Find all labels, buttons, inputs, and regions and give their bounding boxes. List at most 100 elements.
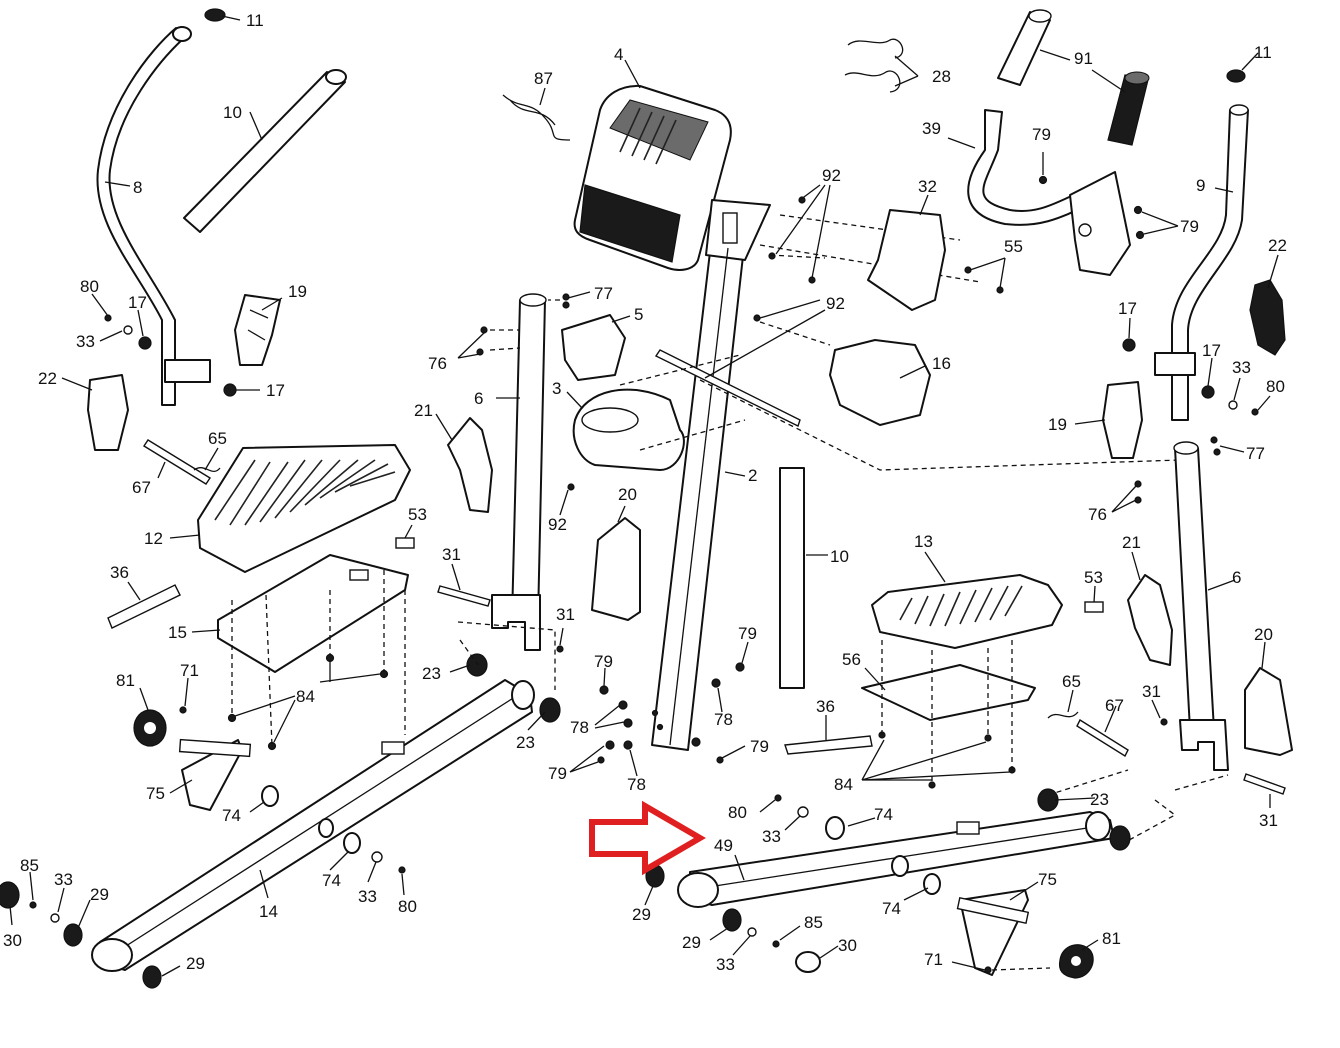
- axle-67-right: [1076, 718, 1129, 758]
- label-85-right: 85: [804, 913, 823, 932]
- handlebar-39-bracket: [1069, 171, 1131, 276]
- label-31-right-a: 31: [1142, 682, 1161, 701]
- bracket-6-left: [491, 594, 541, 651]
- left-handlebar-end: [172, 26, 192, 42]
- handlebar-39: [967, 109, 1089, 226]
- clip-65-left: [193, 467, 221, 473]
- label-6-right: 6: [1232, 568, 1241, 587]
- washer-33-left: [123, 325, 133, 335]
- pedal-base-56-right: [861, 664, 1036, 721]
- bolt-80-left-b: [398, 866, 406, 874]
- label-33-left: 33: [76, 332, 95, 351]
- leader-lines: [9, 15, 1279, 977]
- label-74-left-b: 74: [322, 871, 341, 890]
- shroud-32: [867, 209, 946, 311]
- label-22-left: 22: [38, 369, 57, 388]
- label-32: 32: [918, 177, 937, 196]
- label-23-left-b: 23: [516, 733, 535, 752]
- label-31-right-b: 31: [1259, 811, 1278, 830]
- label-9: 9: [1196, 176, 1205, 195]
- label-79-b: 79: [548, 764, 567, 783]
- bolts-78-79-center: [597, 662, 745, 764]
- label-78-a: 78: [570, 718, 589, 737]
- bolt-79-top: [1038, 175, 1048, 185]
- label-17-right-b: 17: [1202, 341, 1221, 360]
- pedal-arm-14-end-rear: [511, 680, 535, 710]
- bolt-71-right: [984, 966, 992, 974]
- label-92-mid: 92: [826, 294, 845, 313]
- cross-axle: [654, 349, 801, 427]
- label-84-left: 84: [296, 687, 315, 706]
- pedal-arm-49-end-rear: [1085, 811, 1111, 841]
- label-77-right: 77: [1246, 444, 1265, 463]
- label-49: 49: [714, 836, 733, 855]
- axle-67-left: [143, 439, 211, 485]
- shroud-19-left: [234, 294, 281, 366]
- bushing-74-right-c: [923, 873, 941, 895]
- bushing-29-left-a: [63, 923, 83, 947]
- label-55: 55: [1004, 237, 1023, 256]
- label-15: 15: [168, 623, 187, 642]
- washer-33-left-b: [371, 851, 383, 863]
- label-65-right: 65: [1062, 672, 1081, 691]
- pedal-13-right: [871, 574, 1063, 649]
- label-20-right: 20: [1254, 625, 1273, 644]
- label-10-left: 10: [223, 103, 242, 122]
- label-17-left: 17: [128, 293, 147, 312]
- label-19-right: 19: [1048, 415, 1067, 434]
- pedal-arm-49-end-front: [677, 872, 719, 908]
- label-30-left: 30: [3, 931, 22, 950]
- label-31-left-a: 31: [442, 545, 461, 564]
- bolt-79-right-b: [1135, 230, 1145, 240]
- label-4: 4: [614, 45, 623, 64]
- label-92-low: 92: [548, 515, 567, 534]
- label-10-center: 10: [830, 547, 849, 566]
- grip-91-b: [1107, 74, 1149, 146]
- label-21-right: 21: [1122, 533, 1141, 552]
- bushing-74-left-b: [318, 818, 334, 838]
- label-23-left-a: 23: [422, 664, 441, 683]
- clips-28: [844, 38, 904, 93]
- pedal-12-left: [197, 444, 411, 573]
- bushing-23-left-b: [539, 697, 561, 723]
- label-14: 14: [259, 902, 278, 921]
- label-17-right-a: 17: [1118, 299, 1137, 318]
- label-11-right: 11: [1254, 43, 1272, 62]
- label-21-left: 21: [414, 401, 433, 420]
- holder-3: [572, 388, 685, 471]
- label-17-left-b: 17: [266, 381, 285, 400]
- label-53-left: 53: [408, 505, 427, 524]
- label-80-right-b: 80: [728, 803, 747, 822]
- cap-30-right: [795, 951, 821, 973]
- label-77-left: 77: [594, 284, 613, 303]
- label-79-c: 79: [738, 624, 757, 643]
- bushing-74-right-a: [825, 816, 845, 840]
- bushing-74-left-c: [343, 832, 361, 854]
- label-84-right: 84: [834, 775, 853, 794]
- label-71-left: 71: [180, 661, 199, 680]
- label-65-left: 65: [208, 429, 227, 448]
- label-33-right: 33: [1232, 358, 1251, 377]
- bolt-79-right-a: [1133, 205, 1143, 215]
- shroud-19-right: [1102, 381, 1143, 459]
- label-79-right: 79: [1180, 217, 1199, 236]
- clip-65-right: [1047, 711, 1079, 719]
- shroud-16: [829, 339, 931, 426]
- washer-33-left-c: [50, 913, 60, 923]
- bolt-31-right-a: [1160, 718, 1168, 726]
- label-79-d: 79: [750, 737, 769, 756]
- label-79-a: 79: [594, 652, 613, 671]
- label-85-left: 85: [20, 856, 39, 875]
- washer-33-right: [1228, 400, 1238, 410]
- label-79-top: 79: [1032, 125, 1051, 144]
- label-5: 5: [634, 305, 643, 324]
- label-28: 28: [932, 67, 951, 86]
- label-31-left-b: 31: [556, 605, 575, 624]
- label-76-left: 76: [428, 354, 447, 373]
- label-36-right: 36: [816, 697, 835, 716]
- label-74-right-b: 74: [882, 899, 901, 918]
- label-3: 3: [552, 379, 561, 398]
- label-23-right: 23: [1090, 790, 1109, 809]
- label-8: 8: [133, 178, 142, 197]
- label-11-left: 11: [246, 11, 264, 30]
